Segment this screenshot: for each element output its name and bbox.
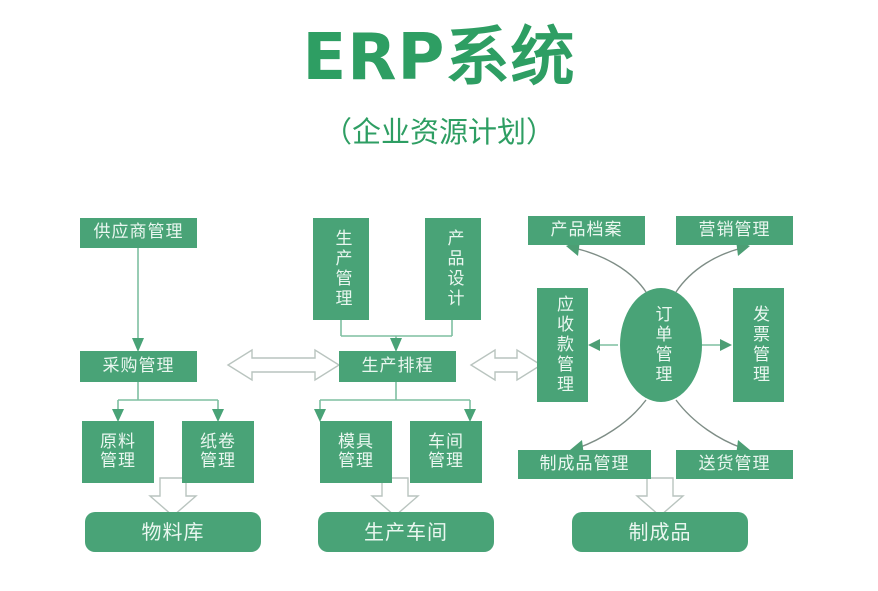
node-finished-goods-mgmt[interactable]: 制成品管理	[518, 450, 651, 479]
node-raw-material-mgmt[interactable]: 原料 管理	[82, 421, 154, 483]
node-purchase-mgmt[interactable]: 采购管理	[80, 351, 197, 382]
node-delivery-mgmt[interactable]: 送货管理	[676, 450, 793, 479]
node-invoice-mgmt[interactable]: 发票管理	[733, 288, 784, 402]
node-material-warehouse[interactable]: 物料库	[85, 512, 261, 552]
node-production-mgmt[interactable]: 生产管理	[313, 218, 369, 320]
node-workshop-mgmt[interactable]: 车间 管理	[410, 421, 482, 483]
node-supplier-mgmt[interactable]: 供应商管理	[80, 218, 197, 248]
node-order-mgmt[interactable]: 订单管理	[620, 288, 702, 402]
node-production-workshop[interactable]: 生产车间	[318, 512, 494, 552]
node-mold-mgmt[interactable]: 模具 管理	[320, 421, 392, 483]
node-finished-goods[interactable]: 制成品	[572, 512, 748, 552]
page-title: ERP系统	[302, 21, 576, 95]
node-paper-roll-mgmt[interactable]: 纸卷 管理	[182, 421, 254, 483]
page-subtitle: （企业资源计划）	[322, 115, 555, 149]
node-product-archive[interactable]: 产品档案	[528, 216, 645, 245]
node-marketing-mgmt[interactable]: 营销管理	[676, 216, 793, 245]
node-product-design[interactable]: 产品设计	[425, 218, 481, 320]
node-receivables-mgmt[interactable]: 应收款管理	[537, 288, 588, 402]
node-production-schedule[interactable]: 生产排程	[339, 351, 456, 382]
